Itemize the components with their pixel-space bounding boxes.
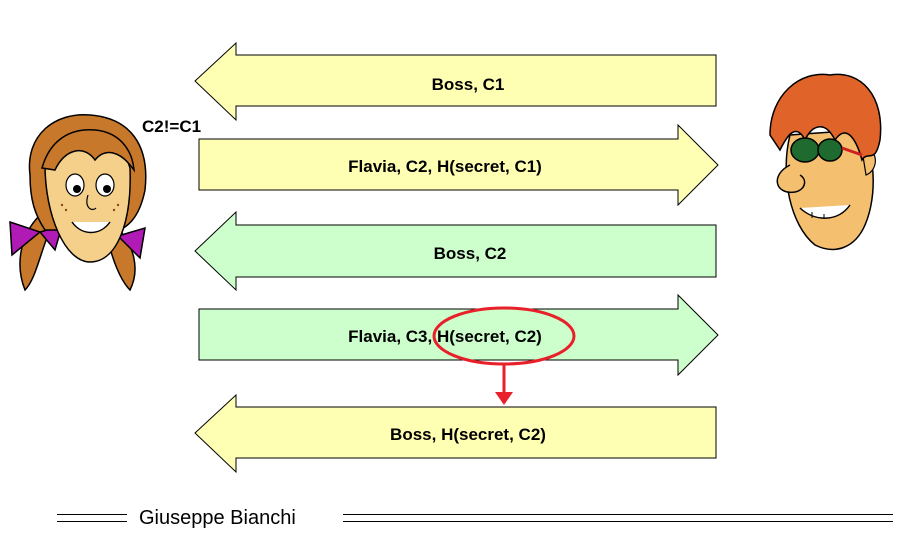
condition-label: C2!=C1 [142, 117, 201, 136]
message-arrow-4: Flavia, C3, H(secret, C2) [198, 293, 719, 377]
message-arrow-1: Boss, C1 [194, 41, 717, 122]
message-label-3: Boss, C2 [434, 244, 507, 263]
footer-rule-right [343, 514, 893, 522]
boy-with-sunglasses-icon [769, 73, 882, 251]
message-label-1: Boss, C1 [432, 75, 505, 94]
highlight-arrowhead [495, 392, 513, 405]
protocol-diagram: Boss, C1 Flavia, C2, H(secret, C1) Boss,… [9, 41, 882, 474]
message-label-4: Flavia, C3, H(secret, C2) [348, 327, 542, 346]
footer-author: Giuseppe Bianchi [139, 507, 296, 529]
slide-footer: Giuseppe Bianchi [0, 500, 908, 540]
message-arrow-3: Boss, C2 [194, 210, 717, 292]
footer-rule-left [57, 514, 127, 522]
message-label-2: Flavia, C2, H(secret, C1) [348, 157, 542, 176]
girl-icon [9, 114, 147, 292]
message-label-5: Boss, H(secret, C2) [390, 425, 546, 444]
message-arrow-5: Boss, H(secret, C2) [194, 393, 717, 474]
message-arrow-2: Flavia, C2, H(secret, C1) [198, 123, 719, 207]
